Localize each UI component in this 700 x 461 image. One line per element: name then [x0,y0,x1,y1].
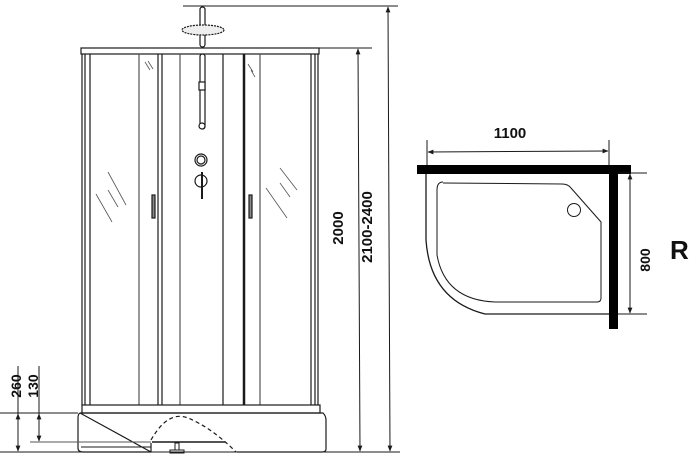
width-label: 1100 [493,125,527,142]
tray-step-label: 130 [25,374,41,398]
plan-view [417,140,647,329]
glass-reflection-icon [95,60,298,223]
drain-icon [567,203,581,217]
front-view [0,5,400,454]
shower-head-icon [181,6,225,130]
tray-rim [81,404,321,414]
mixer-controls-icon [194,153,208,199]
tray-basin [436,181,602,303]
door-handle-left [151,194,156,219]
total-height-dimension [385,6,393,452]
siphon-access-dashed [150,415,237,453]
cabin-roof [80,47,320,55]
cabin-height-dimension [355,48,363,452]
cabin-height-label: 2000 [330,211,347,245]
width-dimension [427,148,609,155]
tray-height-label: 260 [8,374,24,398]
depth-label: 800 [637,248,653,272]
orientation-label: R [670,235,689,265]
back-wall [417,165,631,174]
tray-body [77,412,327,453]
total-height-label: 2100-2400 [359,191,376,263]
side-wall [609,165,618,329]
tray-outline [425,174,609,315]
door-handle-right [248,194,253,219]
